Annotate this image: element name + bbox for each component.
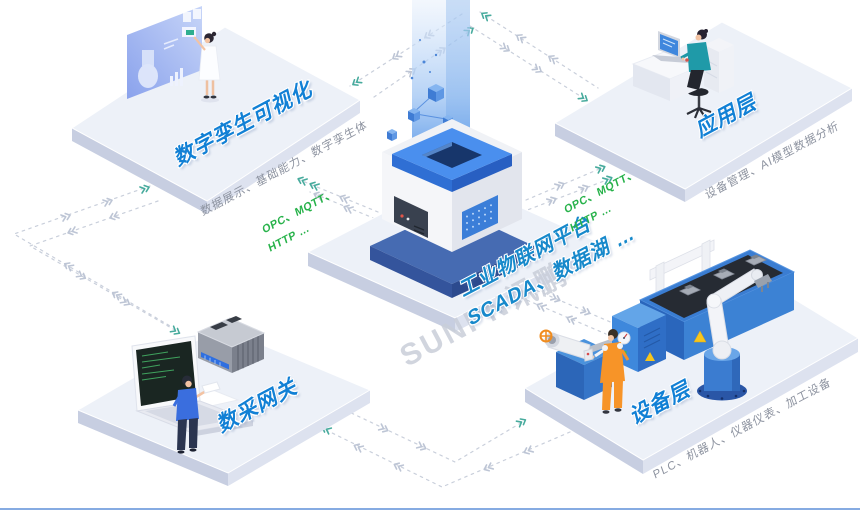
office-person [680,29,711,90]
warning-triangle-icon [645,352,655,361]
arrow-loop-digital-twin-gateway [12,183,182,337]
warning-triangle-icon [693,330,707,343]
floating-cube-icon [428,84,444,102]
factory-worker [583,329,630,414]
handwheel-icon [539,329,553,343]
platform-digital-twin [71,26,361,214]
bottom-border-line [0,508,860,510]
floating-cube-icon [387,129,397,141]
led-matrix-panel-icon [462,195,498,240]
presenter-person [193,31,221,103]
engineer-person [172,375,221,454]
gateway-device [196,316,266,373]
platform-application [553,21,854,202]
floating-cube-icon [408,108,420,122]
arrow-beam-to-application [469,9,599,105]
arrow-gateway-device [320,409,571,488]
control-panel-icon [394,196,428,238]
iot-cube [382,119,522,252]
cube-top-rim [392,128,512,192]
arrow-cube-to-application [521,162,614,213]
robot-arm [697,268,772,401]
dashboard-screen [127,6,202,99]
